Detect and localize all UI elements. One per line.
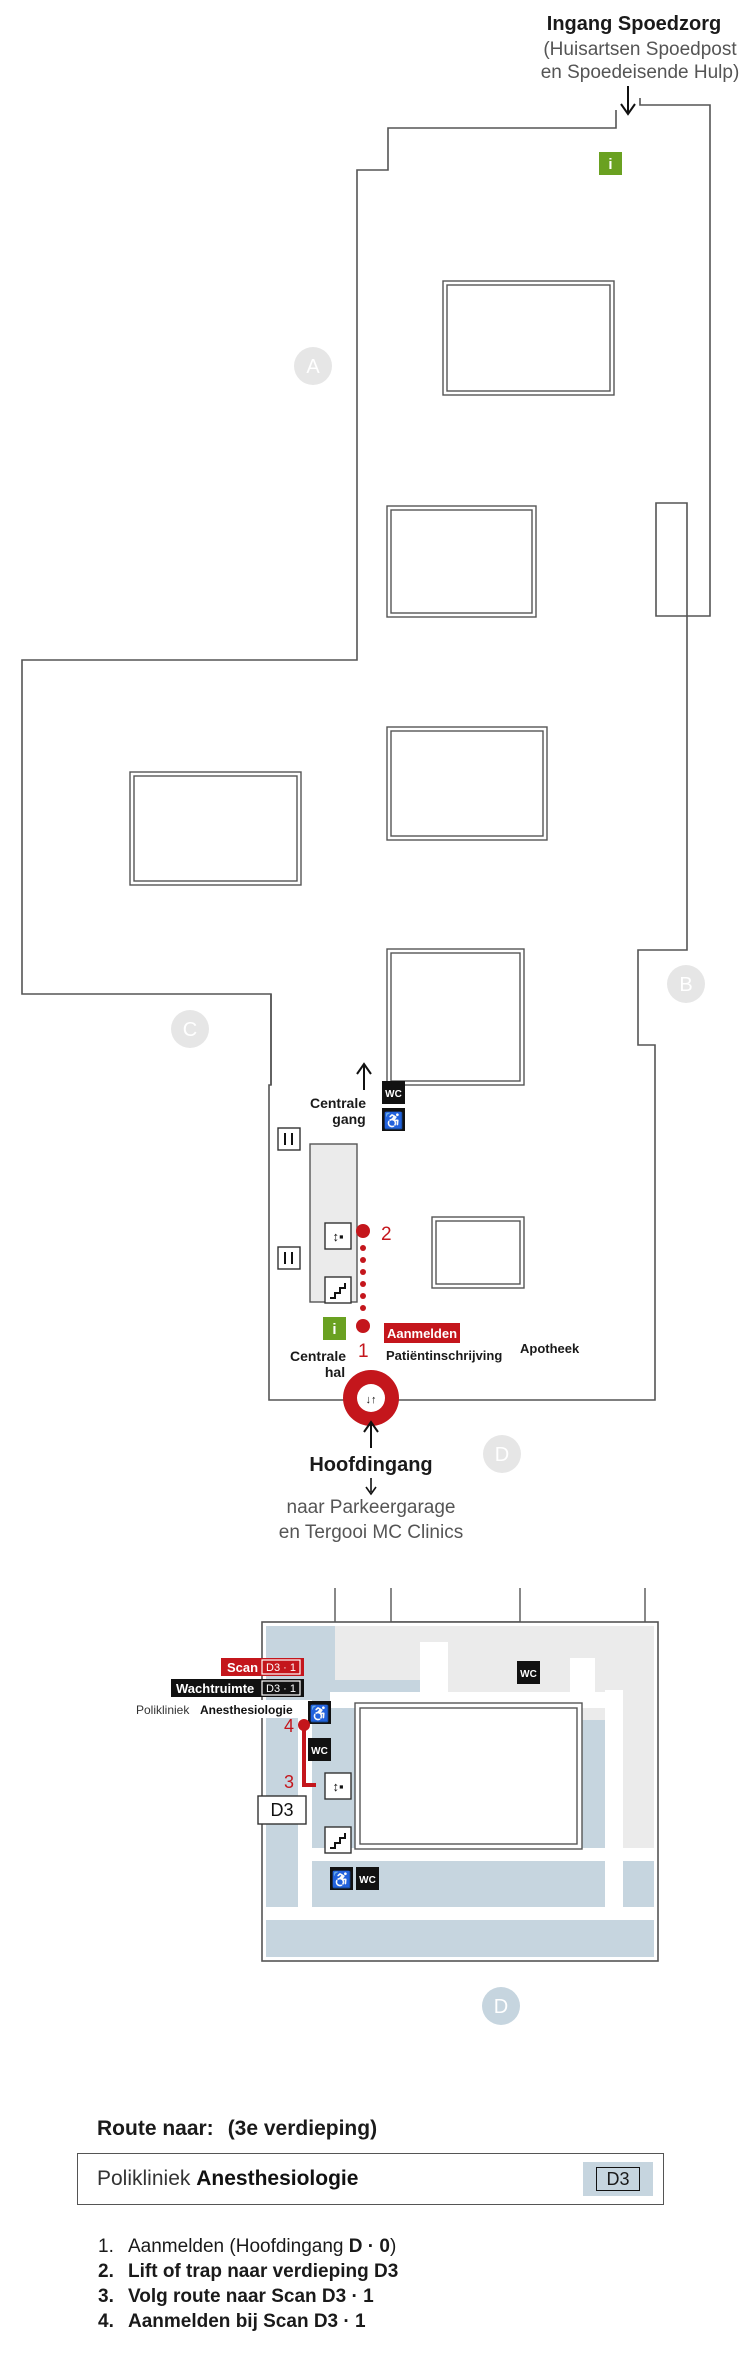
d3-upper-walls xyxy=(334,1588,646,1623)
route-step: 2.Lift of trap naar verdieping D3 xyxy=(98,2261,399,2282)
info-icon-hall: i xyxy=(323,1317,346,1340)
main-entrance-arrow-icon xyxy=(363,1420,379,1448)
destination-text: Polikliniek Anesthesiologie xyxy=(97,2167,358,2191)
svg-text:WC: WC xyxy=(359,1875,376,1886)
main-entrance-line2: en Tergooi MC Clinics xyxy=(279,1522,463,1543)
floor-tag: D3 xyxy=(257,1795,307,1825)
main-entrance-line1: naar Parkeergarage xyxy=(287,1497,456,1518)
main-entrance-title: Hoofdingang xyxy=(309,1454,432,1476)
emergency-entrance-line2: en Spoedeisende Hulp) xyxy=(541,62,740,83)
svg-text:WC: WC xyxy=(385,1089,402,1100)
route-steps: 1.Aanmelden (Hoofdingang D · 0) 2.Lift o… xyxy=(98,2234,398,2334)
wheelchair-icon-d3-bottom: ♿ xyxy=(330,1867,353,1890)
svg-text:WC: WC xyxy=(311,1746,328,1757)
route-floor: (3e verdieping) xyxy=(227,2117,378,2140)
svg-text:WC: WC xyxy=(520,1669,537,1680)
wheelchair-icon: ♿ xyxy=(382,1108,405,1131)
route-step: 3.Volg route naar Scan D3 · 1 xyxy=(98,2286,374,2307)
stairs-icon-d3 xyxy=(324,1826,352,1854)
route-heading-label: Route naar: xyxy=(97,2117,214,2140)
zone-b-marker: B xyxy=(667,965,705,1003)
svg-text:Aanmelden: Aanmelden xyxy=(387,1326,457,1341)
svg-text:↕▪: ↕▪ xyxy=(332,1779,343,1794)
svg-text:Polikliniek: Polikliniek xyxy=(136,1703,190,1717)
building-outline xyxy=(21,98,711,1401)
route-marker-1: 1 xyxy=(358,1341,369,1362)
emergency-entrance-title: Ingang Spoedzorg xyxy=(547,13,721,35)
restaurant-icon xyxy=(277,1127,301,1151)
main-entrance-down-arrow-icon xyxy=(365,1478,377,1496)
svg-text:D3: D3 xyxy=(270,1800,293,1820)
info-icon: i xyxy=(599,152,622,175)
route-heading: Route naar: (3e verdieping) xyxy=(97,2117,377,2141)
courtyard-c xyxy=(129,771,302,886)
courtyard-e xyxy=(386,948,525,1086)
destination-box: Polikliniek Anesthesiologie D3 xyxy=(77,2153,664,2205)
zone-c-marker: C xyxy=(171,1010,209,1048)
svg-text:i: i xyxy=(608,156,612,173)
clinic-label: Polikliniek Anesthesiologie xyxy=(134,1700,304,1718)
central-corridor-label-1: Centrale xyxy=(310,1095,366,1111)
svg-text:D3 · 1: D3 · 1 xyxy=(266,1662,296,1674)
svg-text:↓↑: ↓↑ xyxy=(366,1394,377,1406)
route-path-d3 xyxy=(298,1719,316,1787)
central-corridor-arrow-icon xyxy=(356,1062,372,1090)
zone-d-marker-d3: D xyxy=(482,1987,520,2025)
svg-text:D: D xyxy=(494,1996,508,2018)
d3-courtyard xyxy=(354,1702,583,1850)
route-marker-4: 4 xyxy=(284,1716,294,1736)
wc-icon-d3: WC xyxy=(308,1738,331,1761)
route-path-ground xyxy=(356,1224,370,1333)
svg-text:C: C xyxy=(183,1019,197,1041)
revolving-door-icon: ↓↑ xyxy=(343,1370,399,1426)
wheelchair-icon-d3: ♿ xyxy=(308,1701,331,1724)
stairs-icon xyxy=(324,1276,352,1304)
courtyard-pharmacy xyxy=(431,1216,525,1289)
svg-text:i: i xyxy=(332,1321,336,1338)
svg-text:B: B xyxy=(679,974,692,996)
central-corridor-label-2: gang xyxy=(332,1111,365,1127)
svg-text:A: A xyxy=(306,356,320,378)
register-badge: Aanmelden xyxy=(384,1323,460,1343)
elevator-icon: ↕▪ xyxy=(324,1222,352,1250)
courtyard-b xyxy=(386,505,537,618)
central-hall-label-2: hal xyxy=(325,1364,345,1380)
courtyard-d xyxy=(386,726,548,841)
courtyard-a xyxy=(442,280,615,396)
wc-icon-d3-bottom: WC xyxy=(356,1867,379,1890)
floor-d3-map: WC Scan D3 · 1 Wachtruimte D3 · 1 Polikl… xyxy=(134,1588,659,2025)
ground-floor-map: Ingang Spoedzorg (Huisartsen Spoedpost e… xyxy=(21,13,740,1543)
svg-text:♿: ♿ xyxy=(384,1111,404,1130)
emergency-entrance-arrow-icon xyxy=(620,86,636,116)
elevator-icon-d3: ↕▪ xyxy=(324,1772,352,1800)
route-step: 4.Aanmelden bij Scan D3 · 1 xyxy=(98,2311,366,2332)
waiting-room-badge: Wachtruimte D3 · 1 xyxy=(171,1679,304,1697)
destination-prefix: Polikliniek xyxy=(97,2167,191,2190)
svg-text:D: D xyxy=(495,1444,509,1466)
svg-text:♿: ♿ xyxy=(332,1870,352,1889)
route-marker-3: 3 xyxy=(284,1772,294,1792)
svg-text:D3 · 1: D3 · 1 xyxy=(266,1683,296,1695)
destination-code-badge: D3 xyxy=(583,2162,653,2196)
central-hall-label-1: Centrale xyxy=(290,1348,346,1364)
svg-text:Wachtruimte: Wachtruimte xyxy=(176,1681,254,1696)
destination-name: Anesthesiologie xyxy=(196,2167,359,2190)
wc-icon: WC xyxy=(382,1081,405,1104)
emergency-entrance-line1: (Huisartsen Spoedpost xyxy=(543,39,737,60)
svg-text:♿: ♿ xyxy=(310,1704,330,1723)
zone-a-marker: A xyxy=(294,347,332,385)
destination-code: D3 xyxy=(596,2167,640,2191)
pharmacy-label: Apotheek xyxy=(520,1341,580,1356)
zone-d-marker: D xyxy=(483,1435,521,1473)
svg-text:Scan: Scan xyxy=(227,1660,258,1675)
patient-registration-label: Patiëntinschrijving xyxy=(386,1348,502,1363)
restaurant-icon-2 xyxy=(277,1246,301,1270)
route-marker-2: 2 xyxy=(381,1224,392,1245)
route-step: 1.Aanmelden (Hoofdingang D · 0) xyxy=(98,2236,397,2257)
wc-icon-d3-right: WC xyxy=(517,1661,540,1684)
svg-text:↕▪: ↕▪ xyxy=(332,1229,343,1244)
scan-badge: Scan D3 · 1 xyxy=(221,1658,304,1676)
svg-text:Anesthesiologie: Anesthesiologie xyxy=(200,1703,293,1717)
